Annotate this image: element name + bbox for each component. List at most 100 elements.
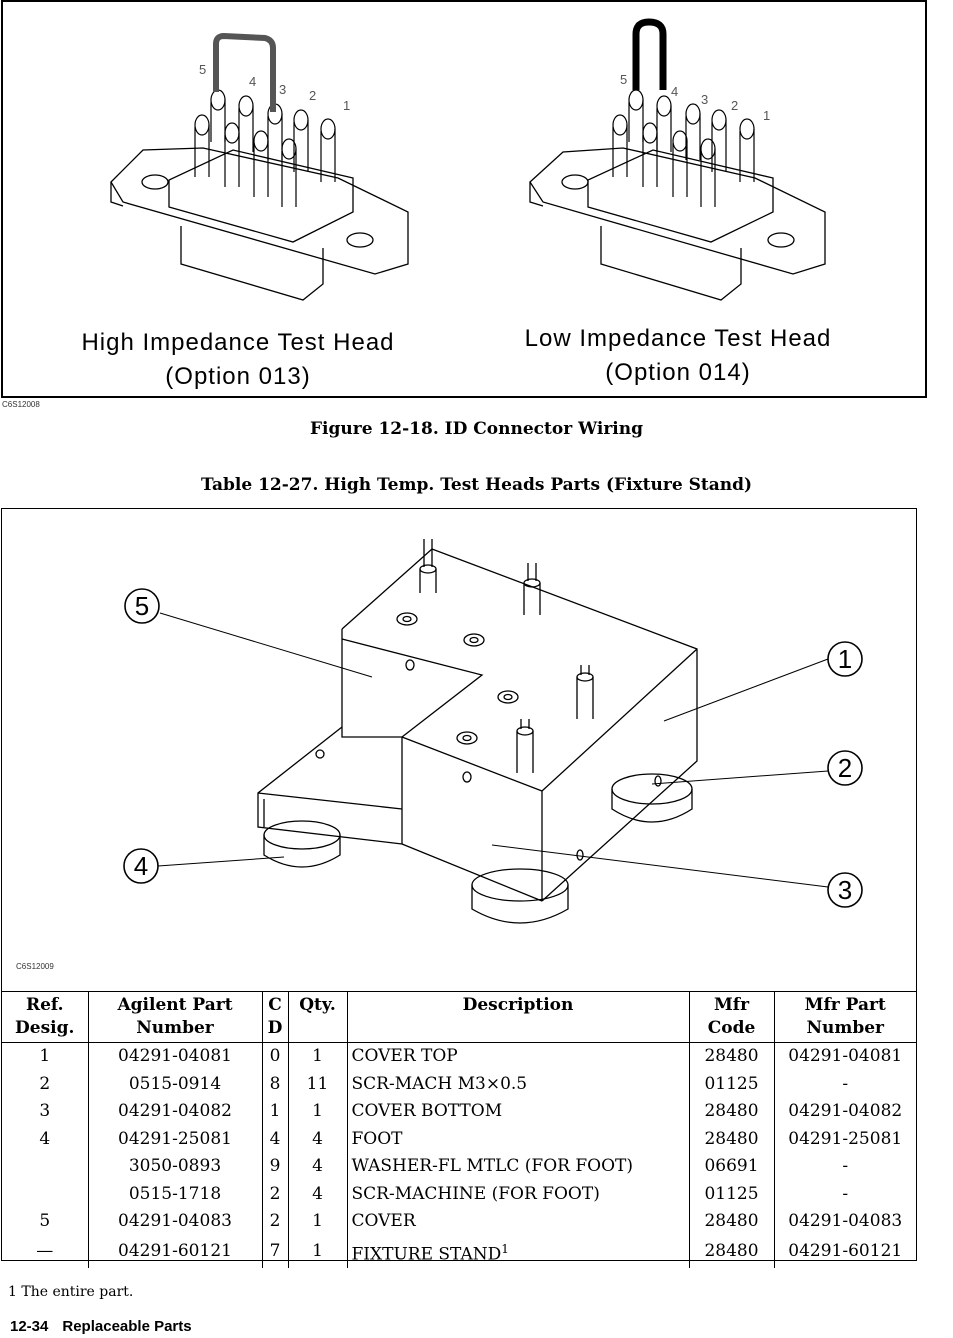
cell-desc: COVER TOP [346, 1042, 689, 1071]
pin-label: 2 [309, 88, 316, 103]
callout-label: 4 [134, 851, 148, 881]
col-qty: Qty. [287, 991, 347, 1043]
high-impedance-label: High Impedance Test Head (Option 013) [33, 326, 443, 394]
cell-qty: 1 [287, 1208, 347, 1236]
callout-circle [827, 641, 863, 677]
cell-code: 01125 [688, 1070, 774, 1098]
pin-label: 4 [671, 84, 678, 99]
cell-desc: COVER [346, 1208, 689, 1236]
cell-cd: 9 [261, 1153, 288, 1181]
cell-ref: 2 [39, 1073, 51, 1094]
high-impedance-title: High Impedance Test Head [81, 329, 395, 356]
section-title: Replaceable Parts [62, 1318, 192, 1335]
cell-part: 04291-25081 [87, 1125, 262, 1153]
cell-qty: 1 [287, 1235, 347, 1269]
cell-code: 01125 [688, 1180, 774, 1208]
fixture-stand-drawing: 5 1 2 3 4 [123, 539, 863, 924]
cell-cd: 1 [261, 1098, 288, 1126]
pin-label: 2 [731, 98, 738, 113]
cell-mpart: 04291-60121 [773, 1235, 916, 1269]
cell-qty: 4 [287, 1180, 347, 1208]
low-impedance-label: Low Impedance Test Head (Option 014) [473, 322, 883, 390]
pin-label: 5 [199, 62, 206, 77]
cell-ref: — [36, 1241, 54, 1262]
cell-ref [2, 1181, 88, 1209]
callout-circle [827, 872, 863, 908]
cell-ref: 1 [39, 1046, 51, 1067]
cell-part: 04291-04081 [87, 1042, 262, 1071]
pin-label: 4 [249, 74, 256, 89]
cell-ref: 3 [39, 1101, 51, 1122]
cell-desc: SCR-MACHINE (FOR FOOT) [346, 1180, 689, 1208]
figure-caption: Figure 12-18. ID Connector Wiring [309, 419, 644, 439]
callout-label: 3 [838, 875, 852, 905]
connector-drawings: 5 4 3 2 1 5 4 3 2 1 [110, 18, 826, 301]
cell-desc: SCR-MACH M3×0.5 [346, 1070, 689, 1098]
col-description: Description [346, 991, 689, 1043]
callout-circle [123, 848, 159, 884]
id-connector-figure: 5 4 3 2 1 5 4 3 2 1 High Impedance Test … [1, 0, 927, 398]
cell-part: 04291-04082 [87, 1098, 262, 1126]
cell-ref: 4 [39, 1128, 51, 1149]
cell-mpart: 04291-25081 [773, 1125, 916, 1153]
low-impedance-connector-drawing [529, 18, 826, 301]
cell-mpart: - [773, 1153, 916, 1181]
callout-numbers: 5 1 2 3 4 [123, 588, 863, 908]
footnote-marker: 1 [501, 1241, 509, 1256]
cell-desc: COVER BOTTOM [346, 1098, 689, 1126]
cell-ref: 5 [39, 1211, 51, 1232]
cell-code: 28480 [688, 1125, 774, 1153]
cell-cd: 7 [261, 1235, 288, 1269]
cell-mpart: 04291-04083 [773, 1208, 916, 1236]
cell-qty: 4 [287, 1153, 347, 1181]
figure-image-code: C6S12008 [2, 400, 40, 409]
callout-circle [124, 588, 160, 624]
cell-code: 28480 [688, 1098, 774, 1126]
cell-code: 28480 [688, 1042, 774, 1071]
table-image-code: C6S12009 [16, 962, 54, 971]
pin-label: 1 [343, 98, 350, 113]
high-impedance-option: (Option 013) [165, 363, 311, 390]
col-ref: Ref.Desig. [2, 991, 88, 1043]
low-impedance-option: (Option 014) [605, 359, 751, 386]
cell-code: 06691 [688, 1153, 774, 1181]
footnote: 1 The entire part. [8, 1284, 134, 1300]
low-impedance-title: Low Impedance Test Head [524, 325, 832, 352]
cell-code: 28480 [688, 1235, 774, 1269]
cell-part: 0515-0914 [87, 1070, 262, 1098]
cell-mpart: 04291-04081 [773, 1042, 916, 1071]
cell-part: 3050-0893 [87, 1153, 262, 1181]
table-caption: Table 12-27. High Temp. Test Heads Parts… [200, 475, 753, 495]
cell-part: 0515-1718 [87, 1180, 262, 1208]
pin-label: 3 [279, 82, 286, 97]
callout-label: 5 [135, 591, 149, 621]
cell-part: 04291-04083 [87, 1208, 262, 1236]
cell-mpart: - [773, 1180, 916, 1208]
pin-label: 3 [701, 92, 708, 107]
callout-circle [827, 750, 863, 786]
cell-mpart: - [773, 1070, 916, 1098]
cell-desc: FOOT [346, 1125, 689, 1153]
parts-table-block: 5 1 2 3 4 C6S12009 Ref.Desig. Agilent Pa… [1, 508, 917, 1269]
cell-cd: 4 [261, 1125, 288, 1153]
cell-cd: 0 [261, 1042, 288, 1071]
cell-cd: 8 [261, 1070, 288, 1098]
cell-code: 28480 [688, 1208, 774, 1236]
cell-qty: 4 [287, 1125, 347, 1153]
pin-label: 1 [763, 108, 770, 123]
cell-mpart: 04291-04082 [773, 1098, 916, 1126]
